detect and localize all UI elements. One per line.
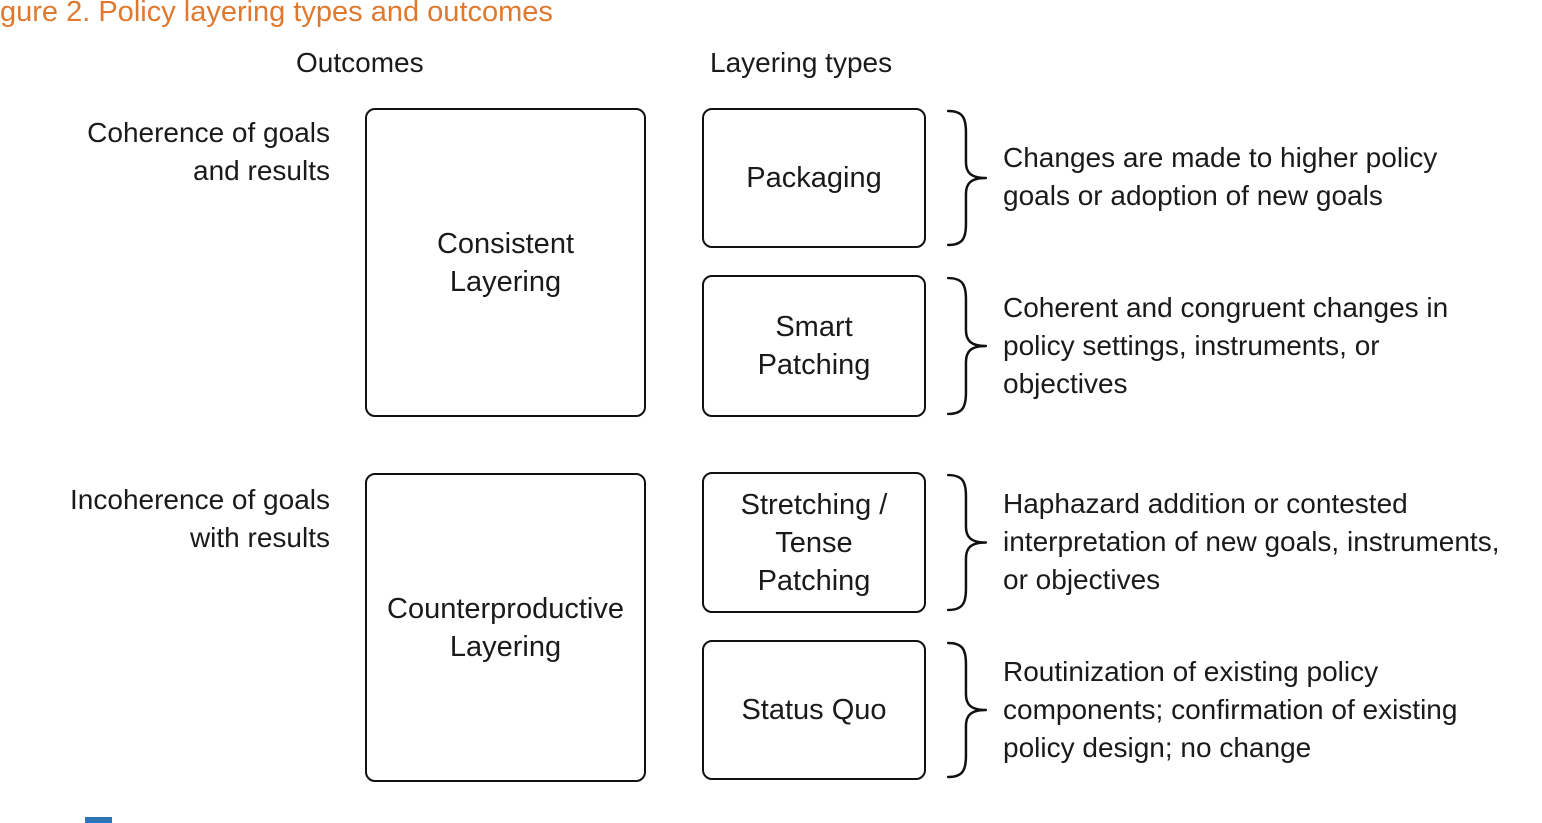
footer-accent-bar	[85, 817, 112, 823]
curly-brace-icon	[946, 109, 988, 247]
stretching-tense-patching-box: Stretching / Tense Patching	[702, 472, 926, 613]
status-quo-description: Routinization of existing policy compone…	[1003, 656, 1458, 763]
packaging-description: Changes are made to higher policy goals …	[1003, 142, 1438, 211]
counterproductive-layering-box: Counterproductive Layering	[365, 473, 646, 782]
stretching-tense-patching-box-label: Stretching / Tense Patching	[740, 488, 888, 597]
stretching-tense-patching-description: Haphazard addition or contested interpre…	[1003, 488, 1500, 595]
outcomes-column-header: Outcomes	[296, 47, 424, 78]
incoherence-outcome-label: Incoherence of goals with results	[70, 484, 330, 553]
coherence-outcome-label: Coherence of goals and results	[87, 117, 330, 186]
smart-patching-description: Coherent and congruent changes in policy…	[1003, 292, 1449, 399]
smart-patching-box-label: Smart Patching	[757, 311, 871, 381]
smart-patching-box: Smart Patching	[702, 275, 926, 417]
consistent-layering-box-label: Consistent Layering	[436, 227, 574, 298]
packaging-box-label: Packaging	[746, 162, 882, 194]
counterproductive-layering-box-label: Counterproductive Layering	[387, 592, 624, 663]
figure-title: gure 2. Policy layering types and outcom…	[0, 0, 553, 28]
status-quo-box-label: Status Quo	[741, 694, 887, 726]
status-quo-box: Status Quo	[702, 640, 926, 780]
layering-types-column-header: Layering types	[710, 47, 893, 78]
consistent-layering-box: Consistent Layering	[365, 108, 646, 417]
packaging-box: Packaging	[702, 108, 926, 248]
curly-brace-icon	[946, 641, 988, 779]
curly-brace-icon	[946, 473, 988, 612]
curly-brace-icon	[946, 276, 988, 416]
